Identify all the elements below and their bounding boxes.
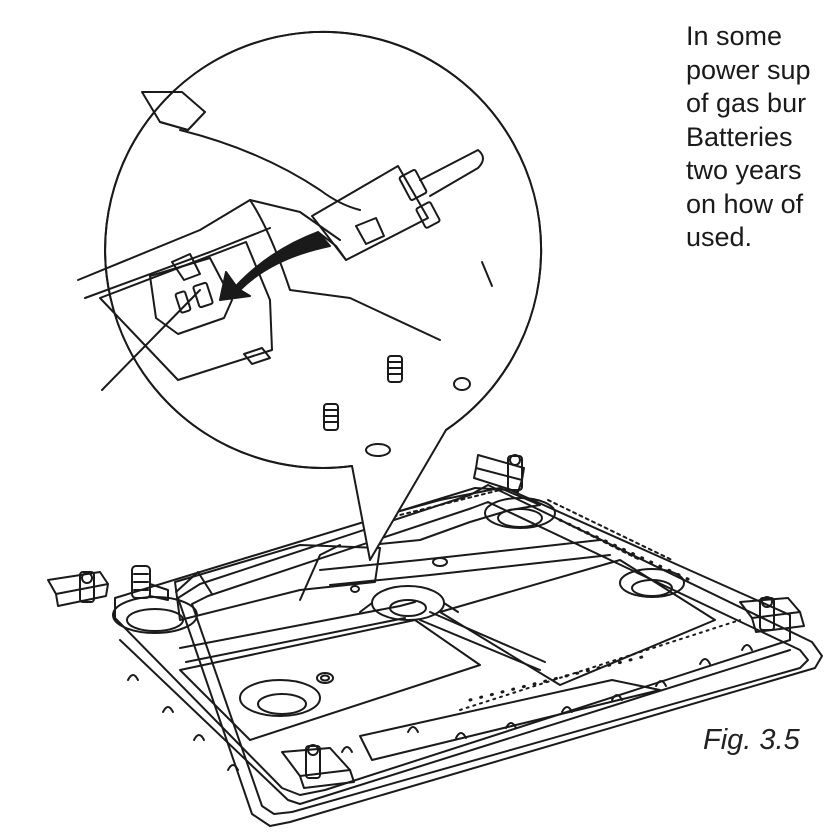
- magnifier-callout: [77, 30, 543, 561]
- left-rear-panel: [174, 544, 381, 621]
- burner-rear-right: [484, 497, 556, 529]
- burner-center: [359, 585, 459, 621]
- wiring-socket: [149, 253, 233, 335]
- battery-connector-plug: [311, 149, 484, 261]
- instructions-line: Batteries: [686, 121, 793, 152]
- right-front-panel: [439, 559, 716, 686]
- fixing-clamp-rear-left: [47, 571, 109, 607]
- insertion-arrow: [219, 231, 331, 301]
- instructions-line: power sup: [686, 54, 811, 85]
- left-front-panel: [179, 619, 481, 741]
- fixing-clamp-front-left: [281, 744, 355, 789]
- callout-detail: [77, 91, 493, 457]
- fixing-clamp-front-right: [739, 596, 805, 633]
- screw-left: [323, 403, 339, 431]
- fixing-clamp-rear-right: [473, 454, 525, 493]
- instructions-line: In some: [686, 21, 783, 51]
- clip-slot: [243, 347, 271, 365]
- connector-cable: [419, 149, 484, 197]
- hob-base: [47, 454, 823, 827]
- burner-front-right: [619, 568, 685, 598]
- instructions-text: In some power sup of gas bur Batteries t…: [686, 20, 829, 255]
- screw-right: [387, 355, 403, 383]
- instructions-line: of gas bur: [686, 88, 807, 118]
- burner-front-left: [239, 679, 321, 717]
- instructions-line: two years: [686, 155, 802, 185]
- figure-caption: Fig. 3.5: [703, 724, 800, 756]
- socket-panel: [99, 241, 273, 381]
- gas-inlet-connector: [131, 565, 213, 601]
- instructions-line: used.: [686, 222, 753, 252]
- instructions-line: on how of: [686, 188, 804, 219]
